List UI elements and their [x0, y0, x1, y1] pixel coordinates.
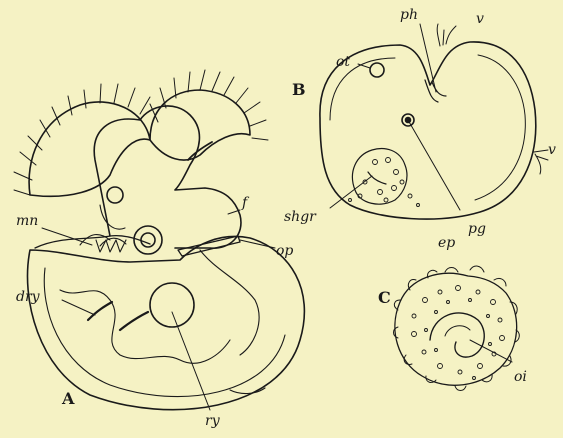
mantle-edge: [35, 236, 150, 248]
panel-b-drawing: [320, 24, 548, 219]
body-outline: [94, 106, 241, 248]
b-flagella-right: [534, 150, 548, 174]
label-dry: dry: [16, 290, 40, 304]
b-shell-gland: [352, 149, 407, 205]
leader-pg: [408, 120, 460, 210]
label-ot: ot: [336, 55, 350, 69]
b-shgr-fold: [368, 172, 386, 184]
body-rim: [100, 205, 125, 229]
panel-a-drawing: [14, 70, 304, 410]
b-flagella-top: [437, 24, 456, 46]
label-v-top: v: [476, 12, 484, 26]
label-ry: ry: [205, 414, 220, 428]
label-pg: pg: [468, 222, 486, 236]
panel-label-c: C: [378, 290, 391, 306]
label-ph: ph: [400, 8, 418, 22]
b-inner-right: [475, 55, 525, 200]
c-invagination-inner: [445, 326, 470, 336]
body-eye: [107, 187, 123, 203]
label-ep: ep: [438, 236, 455, 250]
cilia-left: [14, 84, 150, 195]
leader-ph: [420, 24, 436, 92]
b-outline: [320, 42, 536, 219]
shell-lobes-2: [200, 250, 259, 355]
body-streak: [188, 142, 212, 160]
b-cells: [349, 158, 420, 207]
label-shgr: shgr: [284, 210, 316, 224]
shell-lobes: [60, 290, 230, 363]
ry-sphere: [150, 283, 194, 327]
c-outline: [395, 273, 517, 385]
panel-label-a: A: [62, 391, 74, 407]
c-invagination: [430, 313, 484, 357]
statocyst-inner: [141, 233, 155, 247]
label-mn: mn: [16, 214, 38, 228]
b-otocyst: [370, 63, 384, 77]
shell-outline: [28, 237, 305, 410]
dry-streak-1: [88, 302, 112, 320]
label-v-right: v: [548, 143, 556, 157]
label-op: op: [276, 244, 293, 258]
panel-label-b: B: [292, 82, 306, 98]
velum-left: [29, 102, 150, 196]
c-cells: [412, 286, 505, 380]
leader-ot: [358, 64, 370, 68]
panel-c-drawing: [394, 266, 520, 390]
dry-streak-2: [120, 312, 148, 330]
label-oi: oi: [514, 370, 527, 384]
leader-dry: [62, 300, 95, 315]
shell-inner-line: [44, 268, 285, 397]
label-f: f: [242, 196, 247, 210]
